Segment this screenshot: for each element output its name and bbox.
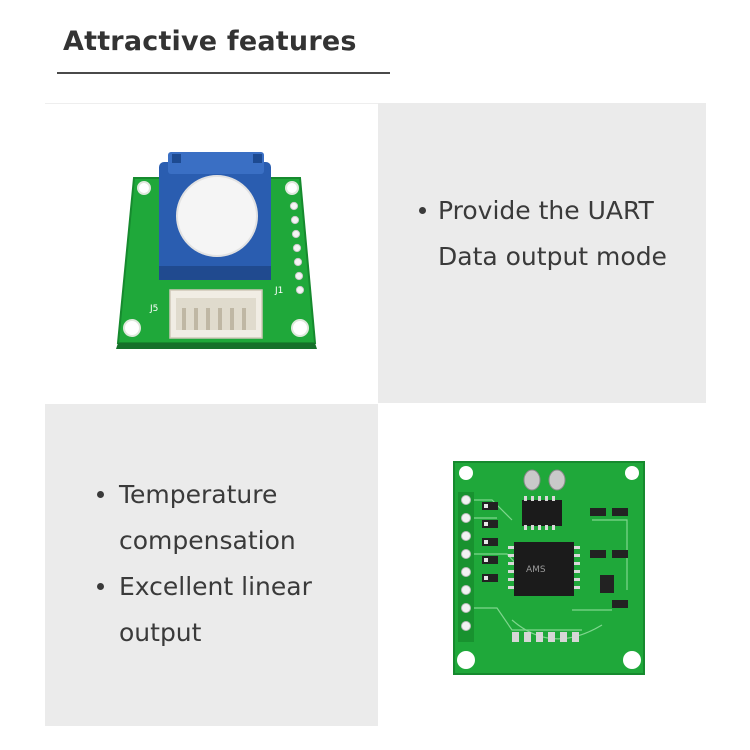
list-item-text: Excellent linear output — [119, 572, 312, 647]
uart-feature-panel — [378, 103, 706, 403]
section-title: Attractive features — [63, 26, 357, 57]
bullet-icon — [419, 207, 426, 214]
uart-feature-list: Provide the UART Data output mode — [408, 188, 708, 280]
list-item: Temperature compensation — [83, 472, 378, 564]
compensation-feature-list: Temperature compensation Excellent linea… — [83, 472, 378, 656]
list-item: Provide the UART Data output mode — [408, 188, 708, 280]
list-item-text: Provide the UART Data output mode — [438, 196, 667, 271]
label-j1: J1 — [274, 286, 283, 296]
chip-marking: AMS — [526, 565, 546, 575]
list-item-text: Temperature compensation — [119, 480, 296, 555]
sensor-module-image: J5 J1 — [116, 152, 317, 349]
bullet-icon — [97, 583, 104, 590]
label-j5: J5 — [149, 304, 158, 314]
compensation-feature-panel — [45, 404, 378, 726]
title-underline — [57, 72, 390, 74]
list-item: Excellent linear output — [83, 564, 378, 656]
pcb-board-image: AMS — [453, 461, 645, 675]
bullet-icon — [97, 491, 104, 498]
